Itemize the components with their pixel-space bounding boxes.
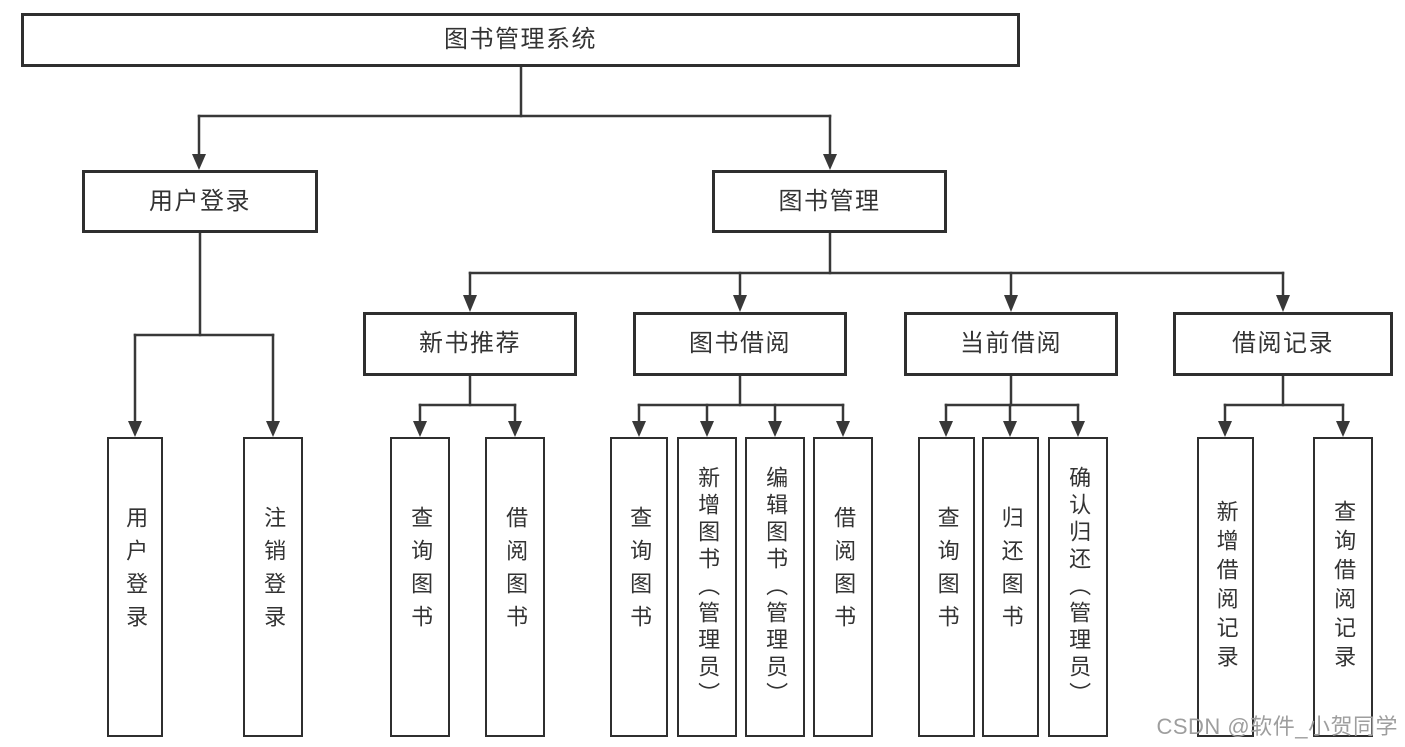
connector-current-borrow-children [939, 374, 1085, 437]
leaf-cb-return-books-label: 归还图书 [998, 506, 1024, 638]
node-user-login: 用户登录 [82, 170, 318, 233]
leaf-bb-borrow-books-label: 借阅图书 [831, 506, 857, 638]
leaf-bb-add-books-admin: 新增图书（管理员） [677, 437, 737, 737]
leaf-user-login-label: 用户登录 [123, 506, 149, 638]
node-book-borrow: 图书借阅 [633, 312, 847, 376]
csdn-watermark: CSDN @软件_小贺同学 [1156, 714, 1398, 739]
leaf-cb-query-books: 查询图书 [918, 437, 975, 737]
leaf-bb-query-books: 查询图书 [610, 437, 668, 737]
leaf-rec-query-books: 查询图书 [390, 437, 450, 737]
leaf-rec-borrow-books-label: 借阅图书 [503, 506, 529, 638]
leaf-br-query-record-label: 查询借阅记录 [1331, 500, 1357, 674]
node-user-login-label: 用户登录 [149, 187, 251, 215]
connector-user-login-children [128, 231, 280, 437]
leaf-cb-confirm-return-admin-label: 确认归还（管理员） [1066, 465, 1092, 709]
node-book-mgmt-label: 图书管理 [778, 187, 881, 215]
leaf-br-query-record: 查询借阅记录 [1313, 437, 1373, 737]
connector-new-book-rec-children [413, 374, 522, 437]
leaf-cb-confirm-return-admin: 确认归还（管理员） [1048, 437, 1108, 737]
leaf-br-add-record: 新增借阅记录 [1197, 437, 1254, 737]
node-book-borrow-label: 图书借阅 [689, 330, 791, 357]
leaf-cb-return-books: 归还图书 [982, 437, 1039, 737]
leaf-rec-borrow-books: 借阅图书 [485, 437, 545, 737]
connector-root-to-level1 [192, 65, 837, 170]
node-book-mgmt: 图书管理 [712, 170, 947, 233]
leaf-bb-edit-books-admin-label: 编辑图书（管理员） [763, 465, 789, 709]
node-borrow-record: 借阅记录 [1173, 312, 1393, 376]
node-borrow-record-label: 借阅记录 [1232, 330, 1334, 357]
leaf-rec-query-books-label: 查询图书 [408, 506, 434, 638]
leaf-logout: 注销登录 [243, 437, 303, 737]
connector-book-borrow-children [632, 374, 850, 437]
node-current-borrow: 当前借阅 [904, 312, 1118, 376]
leaf-bb-edit-books-admin: 编辑图书（管理员） [745, 437, 805, 737]
leaf-bb-borrow-books: 借阅图书 [813, 437, 873, 737]
node-current-borrow-label: 当前借阅 [960, 330, 1062, 357]
leaf-user-login: 用户登录 [107, 437, 163, 737]
leaf-br-add-record-label: 新增借阅记录 [1213, 500, 1239, 674]
node-root: 图书管理系统 [21, 13, 1020, 67]
leaf-bb-add-books-admin-label: 新增图书（管理员） [695, 465, 721, 709]
leaf-bb-query-books-label: 查询图书 [627, 506, 653, 638]
connector-borrow-record-children [1218, 374, 1350, 437]
leaf-logout-label: 注销登录 [261, 506, 287, 638]
node-new-book-rec: 新书推荐 [363, 312, 577, 376]
leaf-cb-query-books-label: 查询图书 [934, 506, 960, 638]
node-new-book-rec-label: 新书推荐 [419, 330, 521, 357]
connector-book-mgmt-children [463, 231, 1290, 312]
node-root-label: 图书管理系统 [444, 26, 597, 53]
